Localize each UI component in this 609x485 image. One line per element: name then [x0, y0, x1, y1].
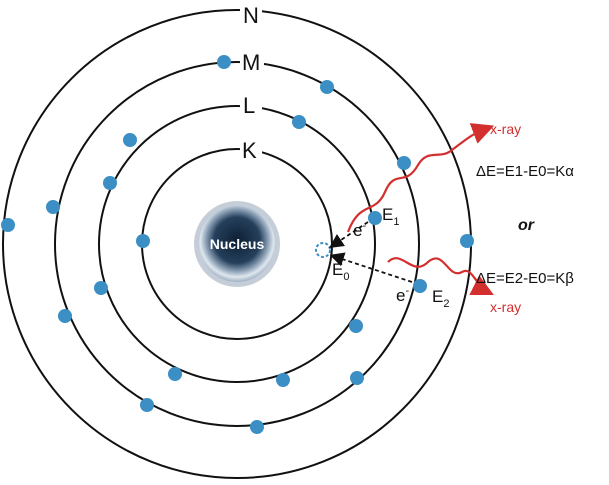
- nucleus: Nucleus: [194, 201, 280, 287]
- xray-label-alpha: x-ray: [490, 121, 521, 137]
- electron: [349, 319, 363, 333]
- energy-level-e0: E0: [332, 260, 349, 283]
- electron: [320, 80, 334, 94]
- orbit-l: [98, 105, 376, 383]
- shell-label-n: N: [243, 3, 259, 28]
- shell-labels: N M L K: [240, 3, 264, 163]
- electron: [103, 176, 117, 190]
- electron: [58, 309, 72, 323]
- electron: [140, 398, 154, 412]
- electron: [276, 373, 290, 387]
- equation-k-beta: ΔE=E2-E0=Kβ: [476, 270, 574, 287]
- electron: [46, 200, 60, 214]
- shell-label-k: K: [242, 138, 257, 163]
- energy-level-e1: E1: [382, 205, 399, 228]
- transition-arrow-e1: [329, 221, 369, 248]
- shell-label-l: L: [243, 93, 255, 118]
- equation-k-alpha: ΔE=E1-E0=Kα: [476, 163, 574, 180]
- xray-arrow-alpha: [346, 123, 495, 233]
- nucleus-label: Nucleus: [210, 236, 265, 252]
- xray-label-beta: x-ray: [490, 299, 521, 315]
- vacancy-hole: [315, 242, 331, 258]
- electron: [217, 55, 231, 69]
- electron-label-2: e-: [396, 285, 409, 305]
- electron: [1, 218, 15, 232]
- electron: [292, 115, 306, 129]
- electron: [250, 420, 264, 434]
- electron: [350, 371, 364, 385]
- electron: [368, 211, 382, 225]
- shell-label-m: M: [242, 50, 260, 75]
- xray-arrow-beta: [387, 257, 494, 295]
- orbit-m: [54, 61, 420, 427]
- electron: [94, 281, 108, 295]
- xray-arrows: [346, 123, 495, 295]
- electron: [397, 156, 411, 170]
- electron: [168, 367, 182, 381]
- electrons: [1, 55, 474, 434]
- electron: [136, 234, 150, 248]
- or-label: or: [518, 217, 535, 234]
- energy-level-e2: E2: [432, 287, 449, 310]
- electron: [123, 133, 137, 147]
- electron: [413, 279, 427, 293]
- electron: [460, 234, 474, 248]
- electron-label-1: e-: [353, 220, 366, 240]
- transition-arrows: [329, 221, 413, 283]
